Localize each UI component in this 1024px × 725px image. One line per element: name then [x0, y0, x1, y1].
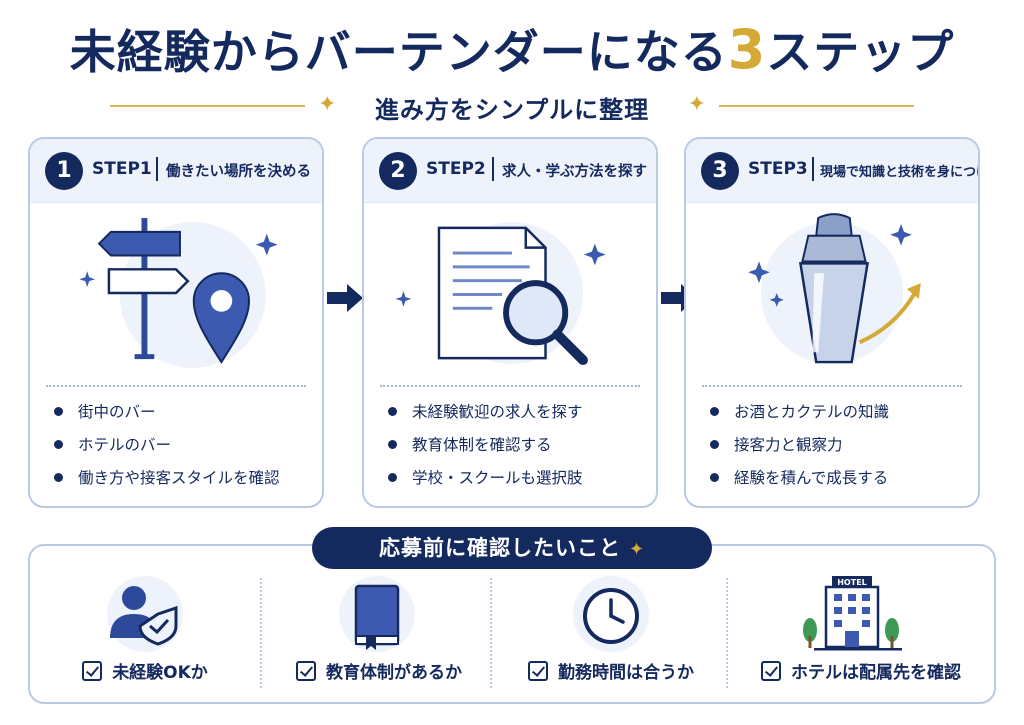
location-pin-icon	[192, 272, 250, 364]
list-item: お酒とカクテルの知識	[708, 401, 889, 434]
check-label-text: 教育体制があるか	[326, 663, 462, 683]
title-suffix: ステップ	[766, 25, 955, 79]
sparkle-icon	[79, 271, 96, 288]
step-number: 1	[45, 152, 83, 190]
title-main: 未経験からバーテンダーになる	[69, 25, 728, 79]
check-item-3: 勤務時間は合うか	[496, 566, 726, 696]
header-separator	[812, 157, 814, 181]
step-header: 2 STEP2 求人・学ぶ方法を探す	[364, 139, 656, 203]
sparkle-icon	[255, 233, 278, 256]
step-number: 2	[379, 152, 417, 190]
check-item-label: 教育体制があるか	[264, 658, 494, 683]
check-item-1: 未経験OKか	[30, 566, 260, 696]
sparkle-icon	[748, 261, 770, 284]
list-item: 街中のバー	[52, 401, 280, 434]
list-item: 学校・スクールも選択肢	[386, 467, 583, 500]
card-divider	[46, 385, 306, 387]
page-title: 未経験からバーテンダーになる3ステップ	[0, 16, 1024, 82]
sparkle-icon: ✦	[628, 539, 646, 560]
list-item: 接客力と観察力	[708, 434, 889, 467]
sign-board-right-icon	[107, 268, 190, 295]
step-items: 街中のバー ホテルのバー 働き方や接客スタイルを確認	[52, 401, 280, 500]
step-label: STEP2	[426, 159, 486, 179]
cocktail-shaker-illustration	[748, 213, 921, 365]
checkbox-icon	[528, 661, 548, 681]
step-number: 3	[701, 152, 739, 190]
column-divider	[260, 578, 262, 688]
step-card-1: 1 STEP1 働きたい場所を決める 街中のバー ホテルのバー 働き方や接客スタ…	[28, 137, 324, 508]
check-item-4: HOTEL ホテルは配属先を確認	[746, 566, 976, 696]
header-separator	[156, 157, 158, 181]
checklist-title-text: 応募前に確認したいこと	[378, 536, 621, 560]
arrow-right-icon	[327, 284, 363, 312]
step-title: 求人・学ぶ方法を探す	[502, 164, 647, 180]
check-item-2: 教育体制があるか	[264, 566, 494, 696]
subtitle-row: ✦ 進み方をシンプルに整理 ✦	[110, 88, 914, 124]
step-card-3: 3 STEP3 現場で知識と技術を身につける お酒とカクテルの知識 接客力と観察…	[684, 137, 980, 508]
list-item: 未経験歓迎の求人を探す	[386, 401, 583, 434]
card-divider	[380, 385, 640, 387]
list-item: 教育体制を確認する	[386, 434, 583, 467]
subtitle: 進み方をシンプルに整理	[374, 96, 650, 124]
document-search-illustration	[395, 221, 606, 366]
check-label-text: 未経験OKか	[112, 663, 208, 683]
checkbox-icon	[82, 661, 103, 681]
title-number: 3	[727, 18, 767, 81]
step-title: 働きたい場所を決める	[166, 164, 311, 180]
sparkle-icon	[583, 243, 606, 266]
sparkle-icon	[395, 291, 412, 307]
step-label: STEP1	[92, 159, 152, 179]
hotel-sign-text: HOTEL	[837, 578, 867, 587]
sparkle-icon	[769, 293, 784, 307]
hotel-icon: HOTEL	[803, 576, 902, 651]
step-card-2: 2 STEP2 求人・学ぶ方法を探す 未経験歓迎の求人を探す 教育体制を確認する…	[362, 137, 658, 508]
list-item: 経験を積んで成長する	[708, 467, 889, 500]
check-item-label: 未経験OKか	[30, 658, 260, 683]
check-label-text: 勤務時間は合うか	[558, 663, 694, 683]
list-item: 働き方や接客スタイルを確認	[52, 467, 280, 500]
sparkle-icon: ✦	[318, 92, 337, 117]
check-item-label: ホテルは配属先を確認	[746, 658, 976, 683]
step-label: STEP3	[748, 159, 808, 179]
user-shield-icon	[107, 576, 183, 652]
sign-board-left-icon	[97, 230, 181, 257]
shaker-cap-icon	[815, 213, 853, 237]
column-divider	[726, 578, 728, 688]
column-divider	[490, 578, 492, 688]
sparkle-icon: ✦	[687, 92, 706, 117]
growth-arrow-icon	[858, 291, 917, 345]
step-title: 現場で知識と技術を身につける	[820, 165, 978, 180]
checklist-title: 応募前に確認したいこと ✦	[312, 527, 712, 569]
step-header: 3 STEP3 現場で知識と技術を身につける	[686, 139, 978, 203]
clock-icon	[573, 576, 649, 652]
card-divider	[702, 385, 962, 387]
book-icon	[339, 576, 415, 652]
subtitle-line-right	[719, 105, 914, 107]
check-label-text: ホテルは配属先を確認	[791, 663, 961, 683]
checkbox-icon	[761, 661, 781, 681]
check-item-label: 勤務時間は合うか	[496, 658, 726, 683]
step-header: 1 STEP1 働きたい場所を決める	[30, 139, 322, 203]
subtitle-line-left	[110, 105, 305, 107]
step-items: 未経験歓迎の求人を探す 教育体制を確認する 学校・スクールも選択肢	[386, 401, 583, 500]
header-separator	[492, 157, 494, 181]
magnifier-icon	[503, 280, 569, 346]
list-item: ホテルのバー	[52, 434, 280, 467]
checkbox-icon	[296, 661, 316, 681]
signpost-pin-illustration	[79, 218, 278, 368]
sparkle-icon	[890, 223, 912, 246]
step-items: お酒とカクテルの知識 接客力と観察力 経験を積んで成長する	[708, 401, 889, 500]
